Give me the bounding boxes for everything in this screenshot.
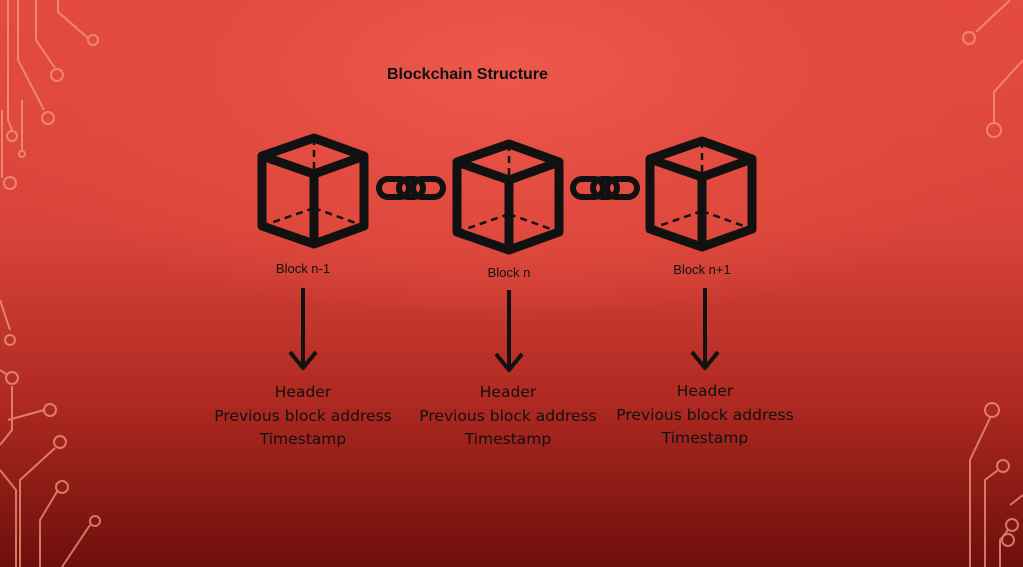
block-cube-icon (457, 144, 559, 250)
detail-previous-address: Previous block address (616, 405, 794, 424)
detail-timestamp: Timestamp (259, 430, 347, 448)
detail-header: Header (274, 383, 332, 401)
block-details: Header Previous block address Timestamp (214, 381, 391, 452)
detail-previous-address: Previous block address (419, 406, 597, 425)
down-arrow-icon (494, 288, 524, 372)
block-details: Header Previous block address Timestamp (419, 381, 596, 452)
detail-previous-address: Previous block address (214, 406, 392, 425)
down-arrow-icon (690, 286, 720, 370)
block-label: Block n (487, 265, 531, 280)
chain-link-icon (379, 179, 443, 197)
block-label: Block n+1 (673, 262, 731, 277)
detail-timestamp: Timestamp (464, 430, 552, 448)
circuit-bottom-left (0, 299, 101, 567)
block-cube-icon (650, 141, 752, 247)
down-arrow-icon (288, 286, 318, 370)
circuit-top-right (962, 0, 1023, 138)
chain-link-icon (573, 179, 637, 197)
detail-header: Header (676, 382, 734, 400)
circuit-top-left (1, 0, 99, 190)
diagram-title: Blockchain Structure (387, 66, 548, 83)
detail-header: Header (479, 383, 537, 401)
block-details: Header Previous block address Timestamp (616, 380, 793, 451)
detail-timestamp: Timestamp (661, 429, 749, 447)
block-label: Block n-1 (275, 261, 331, 276)
block-cube-icon (262, 138, 364, 244)
circuit-bottom-right (969, 402, 1023, 567)
